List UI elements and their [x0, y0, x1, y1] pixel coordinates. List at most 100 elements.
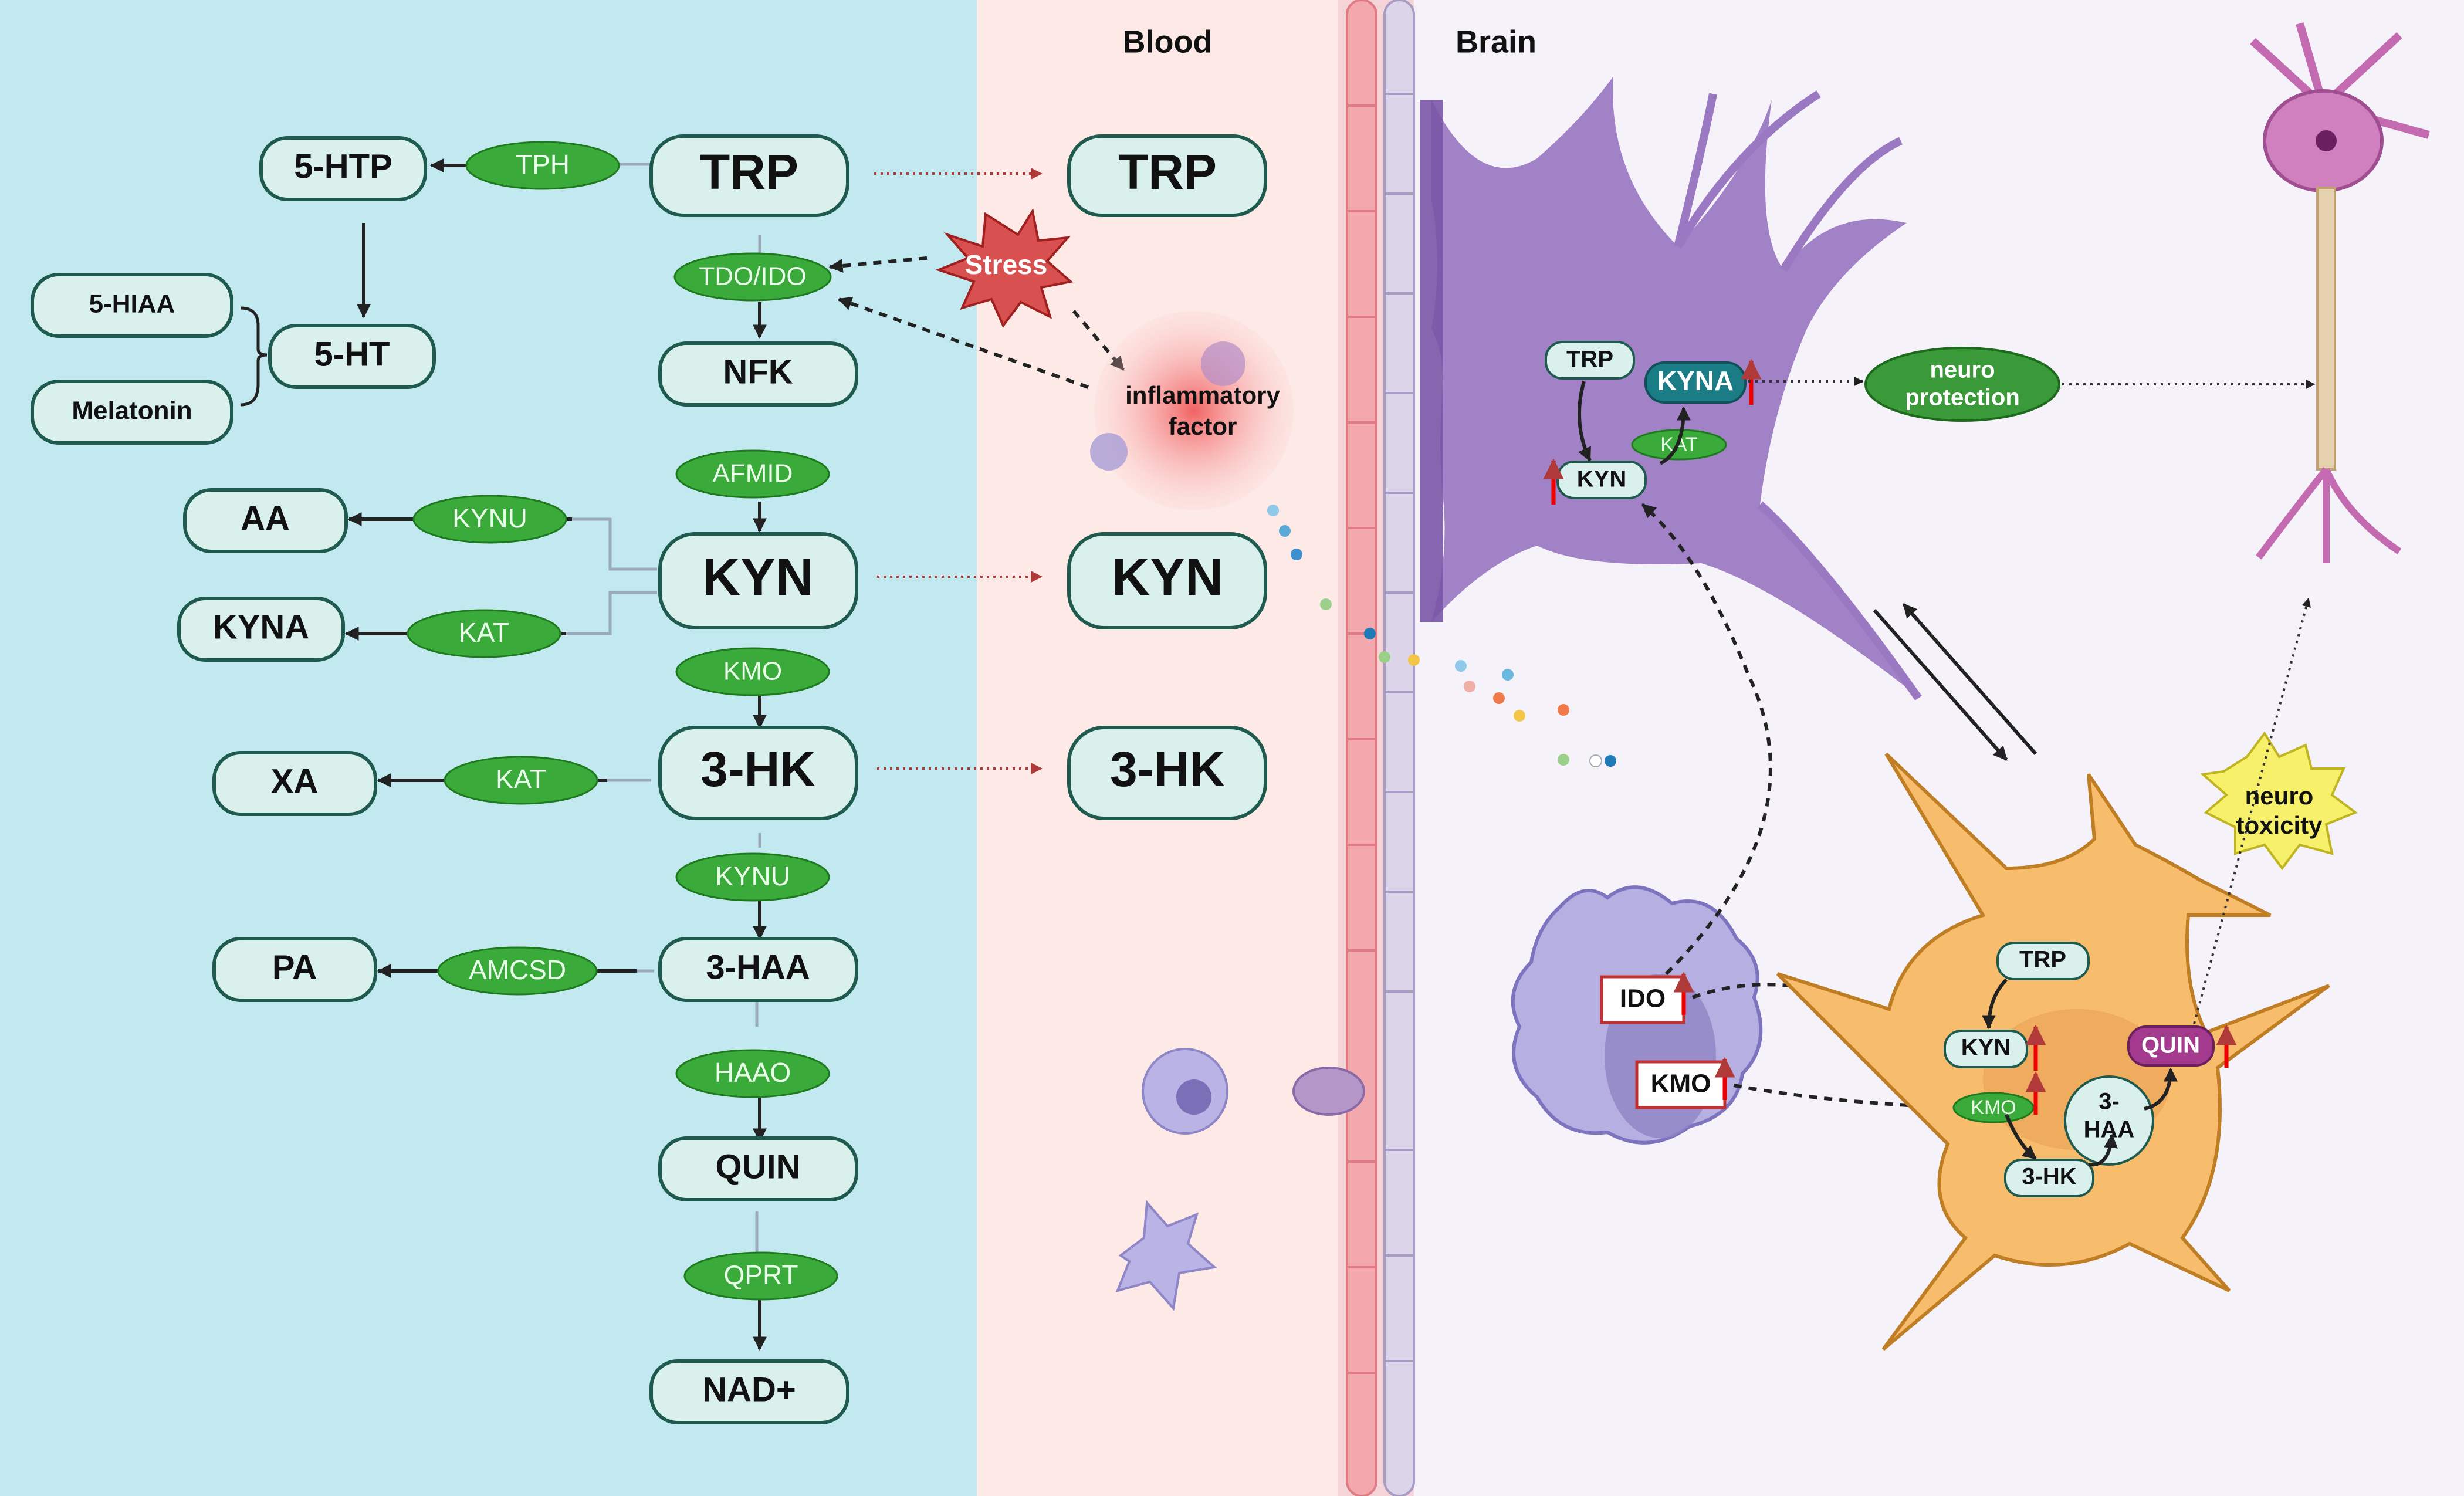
kat-enzyme-2 [444, 756, 598, 805]
nfk-node [658, 341, 858, 407]
kyn-node [658, 532, 858, 629]
neuron-3-hk-label: 3-HK [2022, 1164, 2076, 1190]
kyna-node [177, 597, 345, 662]
amcsd-enzyme [437, 946, 598, 996]
immune-cell-icon [1201, 341, 1245, 386]
xa-label: XA [271, 762, 319, 800]
tdo-ido-enzyme [673, 252, 832, 302]
stress-label: Stress [965, 249, 1048, 280]
neurotoxicity-label-1: neuro [2245, 782, 2314, 810]
neuron-kmo-enzyme [1952, 1092, 2035, 1123]
blood-kyn-node [1067, 532, 1267, 629]
neuron-3-haa-label-2: HAA [2084, 1117, 2135, 1143]
kat-label-1: KAT [459, 617, 509, 648]
kynu-label-2: KYNU [715, 861, 790, 891]
neuron-3-haa-node [2064, 1075, 2154, 1166]
qprt-enzyme [683, 1251, 838, 1301]
kmo-enzyme [675, 647, 830, 696]
kmo-label: KMO [723, 657, 782, 686]
kat-enzyme-1 [407, 609, 561, 658]
astro-kyn-node [1556, 461, 1647, 499]
brain-label: Brain [1456, 24, 1536, 59]
3-hk-label: 3-HK [700, 742, 815, 797]
neuron-trp-label: TRP [2019, 947, 2066, 973]
dendritic-cell-icon [1115, 1200, 1217, 1311]
quin-label: QUIN [716, 1148, 801, 1186]
stress-burst [935, 208, 1074, 328]
3-haa-node [658, 937, 858, 1002]
ido-box [1600, 975, 1685, 1024]
inflammatory-cloud [1094, 311, 1294, 510]
neuron-trp-node [1996, 942, 2090, 980]
blood-trp-label: TRP [1118, 144, 1217, 199]
xa-node [212, 751, 377, 816]
astro-trp-label: TRP [1566, 347, 1613, 373]
aa-label: AA [241, 499, 290, 537]
endothelium [1346, 0, 1415, 1496]
nad-node [649, 1359, 849, 1424]
neurotoxicity-burst [2200, 731, 2358, 871]
neuron-kyn-label: KYN [1961, 1035, 2011, 1061]
trp-node [649, 134, 849, 217]
tdo-ido-label: TDO/IDO [699, 262, 806, 291]
haao-enzyme [675, 1049, 830, 1098]
kyna-label: KYNA [213, 608, 309, 646]
migrating-cell-icon [1292, 1067, 1365, 1116]
neuron-3-haa-label-1: 3- [2099, 1089, 2120, 1115]
factor-label: factor [1169, 412, 1237, 440]
neuron-quin-node [2127, 1025, 2215, 1067]
inflammatory-label: inflammatory [1125, 381, 1280, 409]
5-htp-label: 5-HTP [294, 147, 392, 185]
nfk-label: NFK [723, 353, 793, 391]
neurotoxicity-label-2: toxicity [2236, 811, 2323, 839]
melatonin-node [31, 380, 233, 445]
ido-label: IDO [1620, 984, 1666, 1013]
astro-kyn-label: KYN [1577, 466, 1626, 492]
5-ht-label: 5-HT [314, 335, 390, 373]
neuron-quin-label: QUIN [2141, 1033, 2200, 1058]
kmo-box [1635, 1060, 1727, 1109]
pa-node [212, 937, 377, 1002]
trp-label: TRP [700, 144, 798, 199]
nucleus-icon [1176, 1079, 1211, 1115]
3-hk-node [658, 726, 858, 820]
astrocyte-process [1674, 90, 1922, 701]
5-ht-node [268, 324, 436, 389]
immune-cell-icon [1090, 433, 1128, 471]
astro-kyna-label: KYNA [1657, 365, 1734, 396]
haao-label: HAAO [715, 1057, 791, 1088]
5-htp-node [259, 136, 427, 201]
quin-node [658, 1136, 858, 1201]
astro-kyna-node [1644, 361, 1747, 404]
afmid-enzyme [675, 449, 830, 499]
kynu-enzyme-2 [675, 852, 830, 902]
melatonin-label: Melatonin [72, 397, 192, 425]
kynu-enzyme-1 [412, 495, 567, 544]
nad-label: NAD+ [702, 1370, 796, 1409]
kat-label-2: KAT [496, 764, 546, 794]
5-hiaa-node [31, 273, 233, 338]
neuron-icon [2250, 22, 2430, 563]
molecule-dots [1267, 505, 1616, 767]
3-haa-label: 3-HAA [706, 948, 810, 986]
amcsd-label: AMCSD [469, 955, 566, 985]
5-hiaa-label: 5-HIAA [89, 290, 175, 319]
blood-3-hk-node [1067, 726, 1267, 820]
neuroprotection-badge [1864, 347, 2060, 422]
blood-kyn-label: KYN [1112, 548, 1223, 607]
micro-kmo-label: KMO [1651, 1069, 1711, 1098]
astro-trp-node [1545, 341, 1635, 380]
pa-label: PA [272, 948, 317, 986]
afmid-label: AFMID [713, 459, 793, 488]
kyn-label: KYN [702, 548, 814, 607]
aa-node [183, 488, 348, 553]
neuron-3-hk-node [2004, 1159, 2094, 1197]
tph-label: TPH [516, 149, 570, 180]
blood-label: Blood [1123, 24, 1213, 59]
blood-3-hk-label: 3-HK [1110, 742, 1225, 797]
blood-trp-node [1067, 134, 1267, 217]
kynu-label-1: KYNU [452, 503, 527, 533]
neuron-kyn-node [1944, 1030, 2028, 1068]
tph-enzyme [465, 141, 620, 190]
